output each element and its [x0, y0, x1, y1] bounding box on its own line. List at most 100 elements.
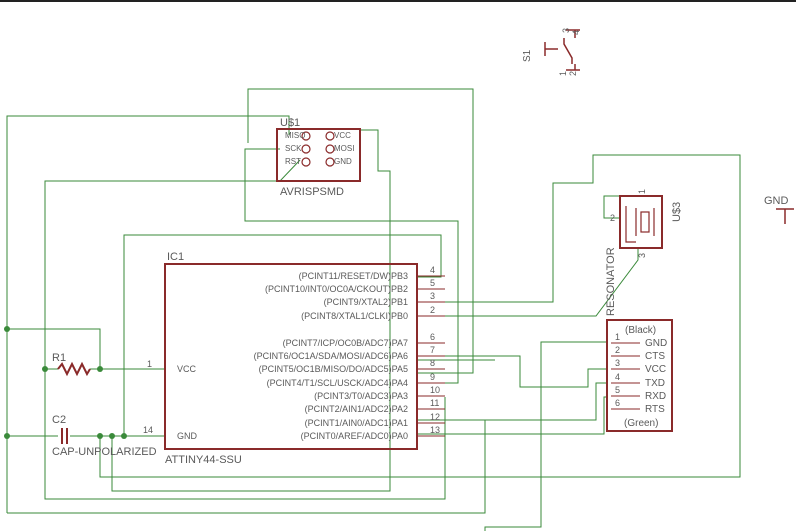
ic1-pin-pb3: (PCINT11/RESET/DW)PB3: [299, 271, 408, 281]
avrisp-pad: [301, 157, 311, 167]
s1-pin-4: 4: [571, 30, 581, 35]
u1-value: AVRISPSMD: [280, 186, 344, 198]
u3-name: U$3: [671, 202, 683, 222]
s1-pin-1: 1: [558, 71, 568, 76]
ic1-name: IC1: [167, 251, 184, 263]
resistor-r1[interactable]: [57, 361, 91, 377]
ic1-right-leads: [417, 275, 445, 437]
ftdi-pin-txd: TXD: [645, 378, 665, 389]
wire-xtal1: [417, 248, 639, 317]
junction: [97, 433, 103, 439]
resonator-box[interactable]: [619, 195, 663, 249]
ic1-pin-num: 9: [430, 372, 435, 382]
s1-pin-3: 3: [561, 28, 571, 33]
resonator-crystal: [640, 211, 650, 233]
avrisp-vcc: VCC: [334, 131, 351, 140]
wire-xtal2: [99, 154, 741, 478]
ic1-left-pin-label: VCC: [177, 364, 197, 374]
ic1-pin-num: 5: [430, 278, 435, 288]
c2-name: C2: [52, 414, 66, 426]
wire-rst: [44, 159, 446, 500]
wire-ftdi-gnd: [484, 341, 607, 531]
ftdi-pin-num: 2: [615, 345, 620, 355]
ftdi-top-label: (Black): [625, 325, 656, 336]
ic1-pin-num: 10: [430, 385, 440, 395]
ftdi-pin-vcc: VCC: [645, 364, 666, 375]
ftdi-pin-rts: RTS: [645, 404, 665, 415]
ftdi-pin-num: 6: [615, 398, 620, 408]
ic1-pin-num: 3: [430, 291, 435, 301]
ftdi-bottom-label: (Green): [624, 418, 658, 429]
ic1-pin-pa6: (PCINT6/OC1A/SDA/MOSI/ADC6)PA6: [254, 351, 408, 361]
wire-sck: [244, 148, 459, 384]
s1-label: S1: [522, 49, 533, 62]
ftdi-pin-cts: CTS: [645, 351, 665, 362]
ic1-value: ATTINY44-SSU: [165, 454, 242, 466]
avrisp-pad: [325, 131, 335, 141]
ic1-right-labels: (PCINT11/RESET/DW)PB3 (PCINT10/INT0/OC0A…: [254, 271, 408, 441]
ftdi-box[interactable]: [606, 319, 673, 432]
switch-contact: [563, 38, 573, 64]
ic1-pin-num: 8: [430, 358, 435, 368]
ic1-pin-pb1: (PCINT9/XTAL2)PB1: [324, 297, 408, 307]
wire-vcc-box: [7, 328, 101, 369]
ic1-pin-pa2: (PCINT2/AIN1/ADC2)PA2: [305, 404, 408, 414]
ftdi-pin-num: 3: [615, 358, 620, 368]
junction: [97, 366, 103, 372]
ftdi-leads: [611, 342, 640, 410]
avrisp-pins: [301, 131, 335, 167]
u3-pin-1: 1: [637, 189, 647, 194]
avrisp-pad: [301, 131, 311, 141]
ftdi-pin-gnd: GND: [645, 338, 667, 349]
u1-name: U$1: [280, 117, 300, 129]
ic1-pin-num: 11: [430, 398, 439, 408]
wire-bottom: [7, 420, 486, 514]
avrisp-box[interactable]: [276, 128, 361, 182]
ic1-left-pin-label: GND: [177, 431, 198, 441]
ic1-pin-num: 12: [430, 412, 440, 422]
ic1-right-pin-numbers: 4 5 3 2 6 7 8 9 10 11 12 13: [430, 265, 440, 435]
u3-pin-2: 2: [610, 213, 615, 223]
s1-pin-2: 2: [568, 71, 578, 76]
wire-ftdi-txd: [417, 382, 607, 421]
junction: [109, 433, 115, 439]
avrisp-gnd: GND: [334, 157, 352, 166]
gnd-label: GND: [764, 195, 789, 207]
ic1-pin-num: 4: [430, 265, 435, 275]
avrisp-miso: MISO: [285, 131, 305, 140]
ic1-pin-pa5: (PCINT5/OC1B/MISO/DO/ADC5)PA5: [259, 364, 408, 374]
u3-pin-3: 3: [637, 253, 647, 258]
avrisp-rst: RST: [285, 157, 301, 166]
ic1-pin-num: 7: [430, 345, 435, 355]
ftdi-pin-num: 4: [615, 372, 620, 382]
wire-ftdi-vcc: [417, 355, 607, 388]
ftdi-pin-numbers: 1 2 3 4 5 6: [615, 332, 620, 408]
resonator-symbol: [625, 206, 655, 243]
junctions: [4, 326, 127, 439]
resonator-lead: [625, 206, 636, 243]
ic1-pin-pb0: (PCINT8/XTAL1/CLKI)PB0: [301, 311, 408, 321]
avrisp-mosi: MOSI: [334, 144, 354, 153]
ic1-left-pin-num: 14: [143, 425, 153, 435]
ftdi-pin-rxd: RXD: [645, 391, 666, 402]
avrisp-pad: [325, 157, 335, 167]
ic1-pin-pa0: (PCINT0/AREF/ADC0)PA0: [301, 431, 408, 441]
ic1-pin-pa7: (PCINT7/ICP/OC0B/ADC7)PA7: [283, 338, 408, 348]
ic1-pin-num: 13: [430, 425, 440, 435]
ic1-pin-pa1: (PCINT1/AIN0/ADC1)PA1: [305, 418, 408, 428]
ic1-pin-num: 2: [430, 305, 435, 315]
wire-pb3: [123, 234, 442, 436]
wire-left-rail: [6, 115, 290, 513]
ic1-pin-pa4: (PCINT4/T1/SCL/USCK/ADC4)PA4: [267, 378, 408, 388]
c2-value: CAP-UNPOLARIZED: [52, 446, 157, 458]
ic1-pin-pa3: (PCINT3/T0/ADC3)PA3: [314, 391, 408, 401]
ic1-pin-pb2: (PCINT10/INT0/OC0A/CKOUT)PB2: [265, 284, 408, 294]
ftdi-pin-labels: GND CTS VCC TXD RXD RTS: [645, 338, 667, 415]
ftdi-pin-num: 1: [615, 332, 620, 342]
gnd-symbol: [776, 208, 794, 224]
ic1-pin-num: 6: [430, 332, 435, 342]
capacitor-c2[interactable]: [61, 428, 68, 444]
junction: [121, 433, 127, 439]
switch-s1[interactable]: [544, 29, 580, 71]
